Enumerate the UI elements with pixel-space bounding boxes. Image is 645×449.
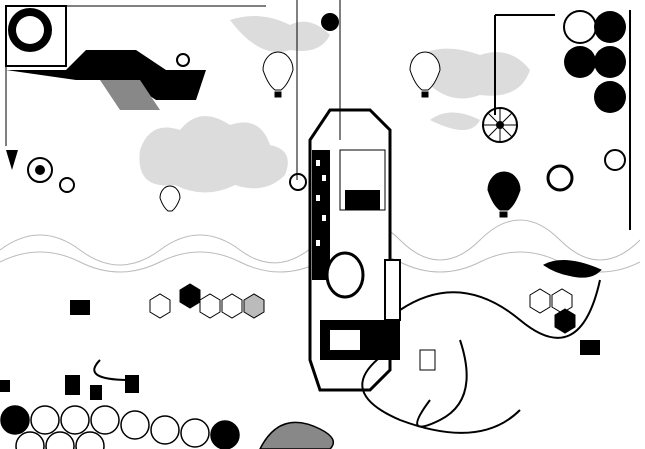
top-right-machine bbox=[494, 10, 631, 230]
gear-icons bbox=[27, 13, 626, 193]
central-tower bbox=[296, 0, 401, 392]
top-left-machine bbox=[5, 5, 266, 170]
small-figures bbox=[0, 300, 600, 400]
hot-air-balloons bbox=[159, 51, 521, 218]
hexagon-field bbox=[149, 283, 576, 334]
cables bbox=[93, 260, 602, 434]
bottom-circles bbox=[0, 405, 335, 449]
